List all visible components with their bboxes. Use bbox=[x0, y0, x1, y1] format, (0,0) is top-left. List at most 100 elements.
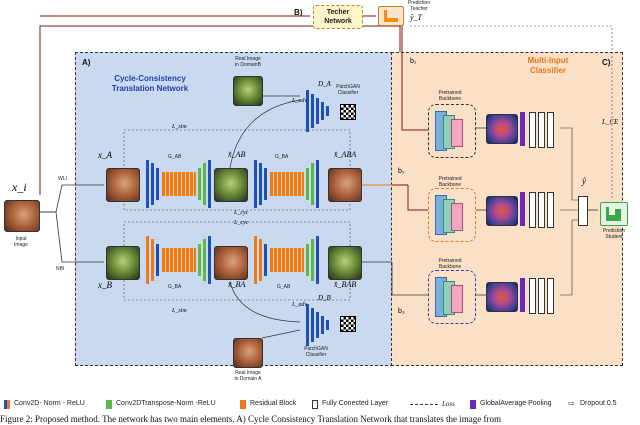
patchgan-bottom-line2: Classifier bbox=[305, 352, 327, 358]
backbone-3-line1: Pretrained bbox=[438, 258, 462, 264]
loss-sim-top: L_sim bbox=[172, 124, 187, 130]
branch-b3: b₃ bbox=[398, 308, 405, 315]
feature-map-3 bbox=[486, 282, 518, 312]
xa-image bbox=[106, 168, 140, 202]
feature-map-1 bbox=[486, 114, 518, 144]
label-b: B) bbox=[294, 8, 303, 17]
discriminator-da bbox=[306, 90, 334, 132]
patchgan-grid-bottom bbox=[340, 316, 356, 332]
feature-map-2 bbox=[486, 196, 518, 226]
teacher-prediction-caption: Prediction Teacher bbox=[407, 0, 431, 12]
dropout-arrow-icon: ⇨ bbox=[568, 399, 575, 408]
generator-gab-bottom bbox=[254, 236, 320, 284]
patchgan-top-line2: Classifier bbox=[337, 90, 359, 96]
backbone-1-caption: Pretrained Backbone bbox=[430, 90, 470, 102]
legend-gap: GlobalAverage Pooling bbox=[480, 400, 552, 407]
teacher-network-box[interactable]: Techer Network bbox=[313, 5, 363, 29]
loss-cyc-2: L_cyc bbox=[234, 220, 249, 226]
xhat-aba-image bbox=[328, 168, 362, 202]
real-b-line1: Real Image bbox=[235, 56, 261, 62]
teacher-symbol: ŷ_T bbox=[410, 13, 422, 22]
backbone-2-line1: Pretrained bbox=[438, 176, 462, 182]
student-prediction-icon bbox=[600, 202, 628, 226]
backbone-3 bbox=[428, 270, 476, 324]
label-c: C) bbox=[602, 58, 611, 67]
backbone-2 bbox=[428, 188, 476, 242]
generator-gba-bottom bbox=[146, 236, 212, 284]
panel-a-title: Cycle-Consistency Translation Network bbox=[95, 74, 205, 94]
nbi-label: NBI bbox=[56, 266, 65, 272]
legend-loss: Loss bbox=[442, 400, 455, 408]
label-a: A) bbox=[82, 58, 91, 67]
legend-convT-norm: Conv2DTranspose-Norm -ReLU bbox=[116, 400, 216, 407]
db-label: D_B bbox=[318, 294, 331, 302]
teacher-prediction-icon bbox=[378, 6, 404, 26]
panel-a-title-line2: Translation Network bbox=[111, 84, 189, 93]
input-caption-line1: Input bbox=[15, 236, 27, 242]
xhat-ba-label: x̂_BA bbox=[228, 280, 246, 289]
legend-conv-norm: Conv2D- Norm - ReLU bbox=[14, 400, 85, 407]
backbone-3-caption: Pretrained Backbone bbox=[430, 258, 470, 270]
wli-label: WLI bbox=[58, 176, 67, 182]
fc-stack-1 bbox=[520, 112, 560, 148]
real-image-domain-b bbox=[233, 76, 263, 106]
xhat-ab-label: x̂_AB bbox=[228, 150, 246, 159]
xa-label: x_A bbox=[98, 150, 112, 160]
real-a-line2: in Domain A bbox=[234, 376, 262, 382]
gab-top-label: G_AB bbox=[168, 154, 182, 160]
fc-concat bbox=[578, 196, 588, 226]
backbone-1-line1: Pretrained bbox=[438, 90, 462, 96]
input-image bbox=[4, 200, 40, 232]
gba-bottom-label: G_BA bbox=[168, 284, 182, 290]
branch-b1: b₁ bbox=[410, 58, 417, 65]
teacher-network-label: Techer Network bbox=[324, 9, 352, 25]
xhat-bab-image bbox=[328, 246, 362, 280]
student-line1: Prediction bbox=[602, 228, 626, 234]
figure-caption: Figure 2: Proposed method. The network h… bbox=[0, 414, 501, 424]
backbone-2-line2: Backbone bbox=[438, 182, 462, 188]
input-symbol: x_i bbox=[12, 180, 27, 194]
real-b-line2: in DomainB bbox=[235, 62, 261, 68]
da-label: D_A bbox=[318, 80, 331, 88]
discriminator-db bbox=[306, 304, 334, 346]
y-hat-label: ŷ bbox=[582, 176, 586, 186]
loss-adv-bottom: L_adv bbox=[292, 302, 307, 308]
real-a-line1: Real Image bbox=[235, 370, 261, 376]
generator-gba-top bbox=[254, 160, 320, 208]
xb-label: x_B bbox=[98, 280, 112, 290]
xhat-bab-label: x̂_BAB bbox=[334, 280, 357, 289]
loss-cyc-1: L_cyc bbox=[234, 210, 249, 216]
panel-c-title: Multi-Input Classifier bbox=[508, 56, 588, 76]
legend: Conv2D- Norm - ReLU Conv2DTranspose-Norm… bbox=[0, 398, 640, 412]
gba-top-label: G_BA bbox=[275, 154, 289, 160]
branch-b2: b₂ bbox=[398, 168, 405, 175]
real-image-domain-a-caption: Real Image in Domain A bbox=[228, 370, 268, 382]
backbone-2-caption: Pretrained Backbone bbox=[430, 176, 470, 188]
real-image-domain-a bbox=[233, 338, 263, 368]
panel-c-title-line2: Classifier bbox=[529, 66, 567, 75]
legend-fc: Fully Conected Layer bbox=[322, 400, 389, 407]
backbone-3-line2: Backbone bbox=[438, 264, 462, 270]
patchgan-bottom-line1: PatchGAN bbox=[304, 346, 328, 352]
xhat-aba-label: x̂_ABA bbox=[334, 150, 357, 159]
panel-a-title-line1: Cycle-Consistency bbox=[114, 74, 186, 83]
patchgan-grid-top bbox=[340, 104, 356, 120]
backbone-1-line2: Backbone bbox=[438, 96, 462, 102]
xb-image bbox=[106, 246, 140, 280]
generator-gab-top bbox=[146, 160, 212, 208]
xhat-ab-image bbox=[214, 168, 248, 202]
patchgan-top-caption: PatchGAN Classifier bbox=[330, 84, 366, 96]
backbone-1 bbox=[428, 104, 476, 158]
panel-c-title-line1: Multi-Input bbox=[527, 56, 569, 65]
fc-stack-3 bbox=[520, 278, 560, 314]
fc-stack-2 bbox=[520, 192, 560, 228]
real-image-domain-b-caption: Real Image in DomainB bbox=[230, 56, 266, 68]
student-line2: Student bbox=[605, 234, 623, 240]
legend-dropout: Dropout 0.5 bbox=[580, 400, 617, 407]
input-caption-line2: Image bbox=[14, 242, 28, 248]
loss-sim-bottom: L_sim bbox=[172, 308, 187, 314]
patchgan-bottom-caption: PatchGAN Classifier bbox=[296, 346, 336, 358]
loss-ce: L_CE bbox=[602, 118, 619, 126]
input-caption: Input Image bbox=[4, 236, 38, 248]
xhat-ba-image bbox=[214, 246, 248, 280]
